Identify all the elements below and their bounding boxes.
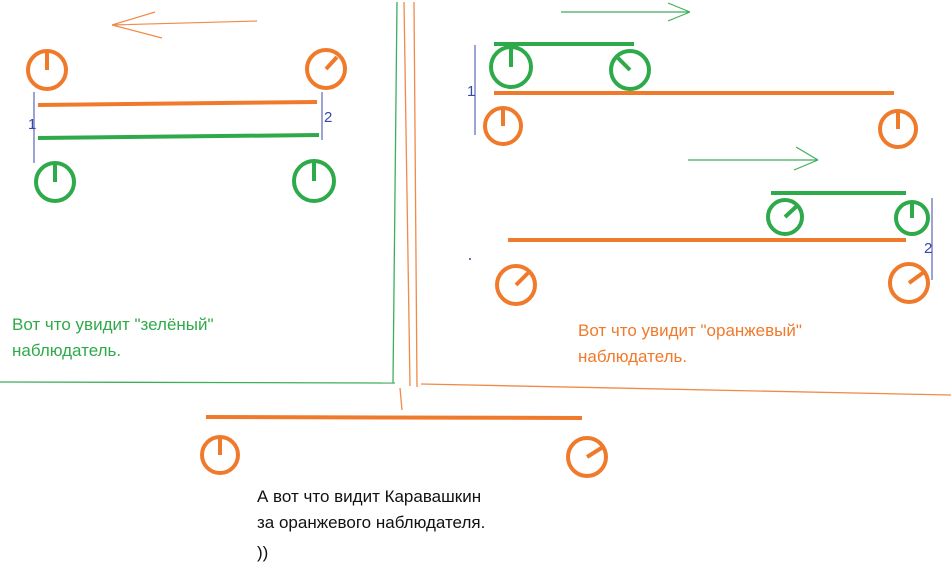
orange-rod <box>205 415 583 420</box>
orange-frame-left-2 <box>413 1 418 388</box>
green-rod <box>37 133 320 140</box>
marker-label-1: 1 <box>467 83 475 100</box>
green-view-diagram: 1 2 <box>26 11 347 203</box>
green-caption-line-1: Вот что увидит "зелёный" <box>12 315 214 334</box>
green-caption-line-2: наблюдатель. <box>12 341 122 360</box>
panel-frames <box>0 1 951 411</box>
frame-mid-line <box>399 387 403 411</box>
orange-caption-line-2: наблюдатель. <box>578 347 688 366</box>
stray-dot <box>469 258 471 260</box>
green-clock <box>766 198 804 236</box>
arrow-left <box>111 11 258 39</box>
green-clock <box>34 161 76 203</box>
orange-clock <box>26 49 68 91</box>
karavashkin-caption-line-3: )) <box>257 543 269 562</box>
karavashkin-view-diagram <box>200 415 608 478</box>
marker-label-1: 1 <box>28 116 36 133</box>
orange-clock <box>566 436 608 478</box>
green-clock <box>609 49 651 91</box>
marker-label-2: 2 <box>324 109 332 126</box>
orange-frame-left <box>403 1 411 387</box>
green-clock <box>894 200 930 236</box>
green-clock <box>489 45 533 89</box>
green-frame-bottom <box>0 381 396 384</box>
orange-clock <box>495 264 537 306</box>
arrow-right-middle <box>688 146 819 171</box>
orange-clock <box>878 109 918 149</box>
orange-view-diagram: 1 2 <box>467 2 933 306</box>
karavashkin-caption-line-1: А вот что видит Каравашкин <box>257 487 482 506</box>
orange-frame-bottom <box>420 383 951 396</box>
marker-label-2: 2 <box>924 240 932 257</box>
orange-rod <box>37 100 318 107</box>
orange-clock <box>888 262 930 304</box>
green-frame-right <box>392 1 398 384</box>
karavashkin-caption-line-2: за оранжевого наблюдателя. <box>257 513 486 532</box>
orange-clock <box>200 435 240 475</box>
arrow-right-top <box>561 2 691 22</box>
orange-caption-line-1: Вот что увидит "оранжевый" <box>578 321 802 340</box>
green-clock <box>292 159 336 203</box>
orange-clock <box>305 48 347 90</box>
orange-clock <box>483 106 523 146</box>
